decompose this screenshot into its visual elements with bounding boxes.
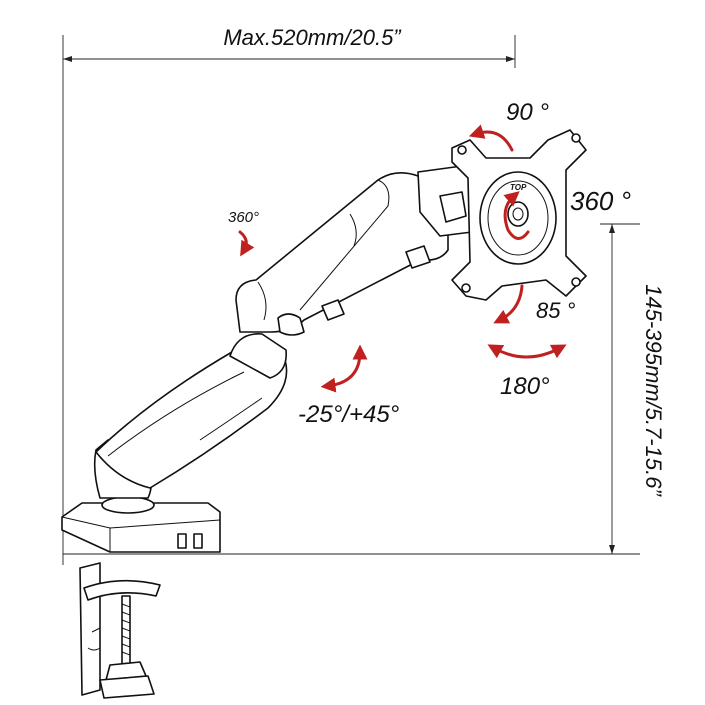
max-reach-label: Max.520mm/20.5” bbox=[223, 25, 402, 50]
desk-clamp bbox=[79, 562, 161, 699]
rotation-arrow-icon bbox=[503, 191, 530, 240]
plate-top-marking: TOP bbox=[510, 183, 527, 192]
height-dimension bbox=[63, 223, 640, 555]
rotation-label: 360 ° bbox=[570, 186, 631, 216]
pan-label: 180° bbox=[500, 373, 550, 400]
vesa-plate bbox=[451, 129, 587, 301]
swivel-label: 360° bbox=[228, 209, 259, 226]
max-reach-dimension bbox=[62, 35, 516, 565]
swivel-arrow-icon bbox=[238, 230, 255, 257]
tilt-side-arrow-icon bbox=[493, 284, 524, 324]
lower-arm bbox=[93, 333, 288, 499]
pan-arrow-icon bbox=[487, 344, 567, 359]
mount-base bbox=[61, 496, 221, 553]
height-range-label: 145-395mm/5.7-15.6” bbox=[641, 284, 666, 497]
tilt-side-label: 85 ° bbox=[536, 298, 576, 323]
tilt-head bbox=[417, 165, 473, 237]
tilt-top-arrow-icon bbox=[468, 124, 514, 152]
upper-arm bbox=[235, 172, 449, 336]
arm-tilt-arrow-icon bbox=[320, 344, 368, 393]
arm-tilt-label: -25°/+45° bbox=[298, 401, 400, 428]
tilt-top-label: 90 ° bbox=[506, 99, 549, 126]
